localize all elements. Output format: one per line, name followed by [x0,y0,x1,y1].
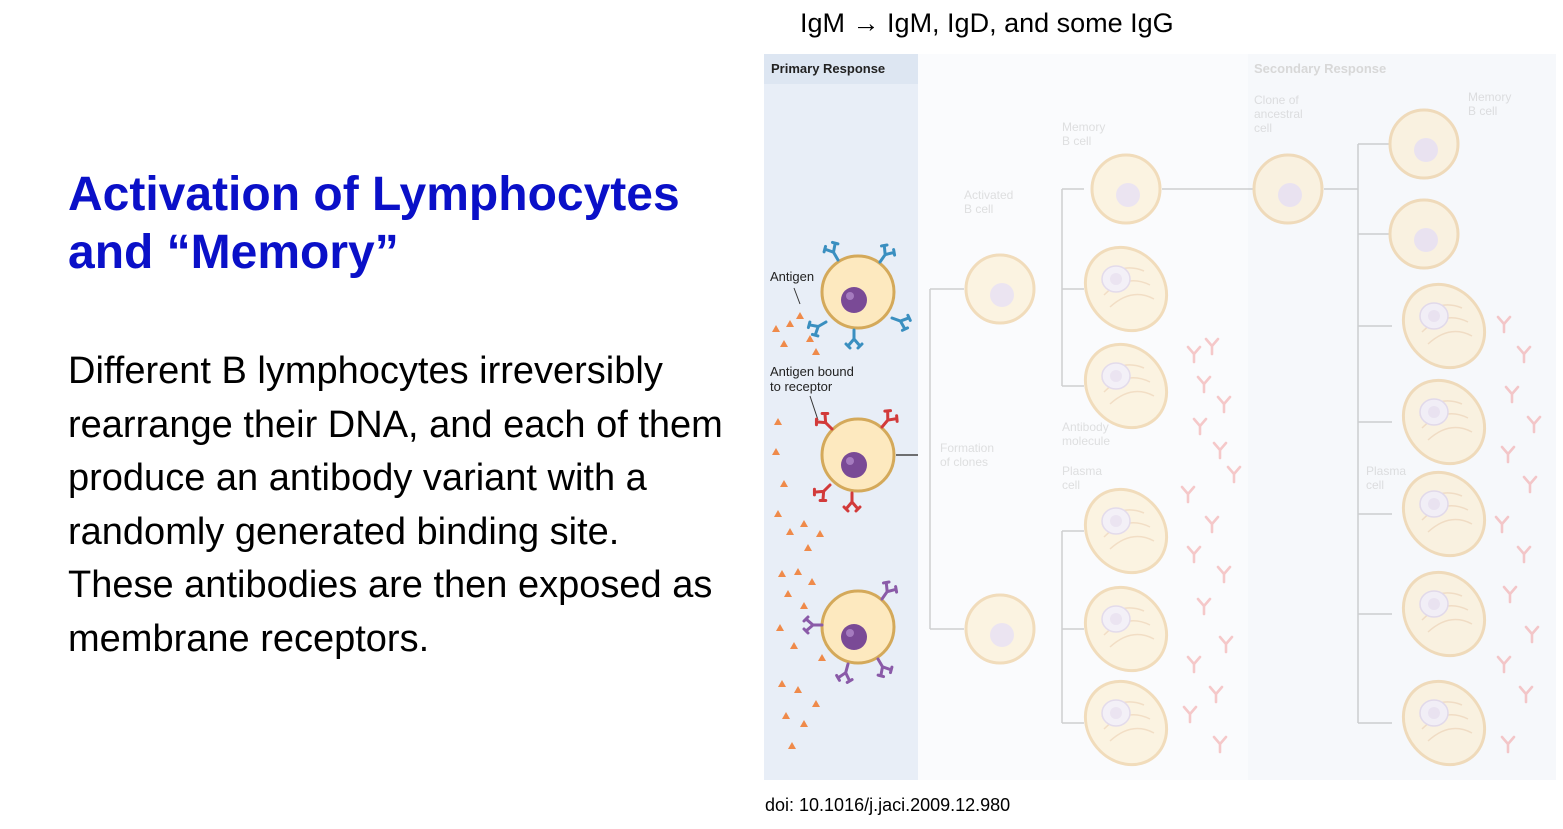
b-cell-blue [804,238,914,350]
b-cell-red [810,406,902,513]
title-line-1: Activation of Lymphocytes [68,168,680,221]
antigen-bound-label-2: to receptor [770,379,833,394]
slide-body-text: Different B lymphocytes irreversibly rea… [68,350,723,660]
memory-label-1: Memory [1062,120,1105,134]
memory2-label-2: B cell [1468,104,1497,118]
antigen-label: Antigen [770,269,814,284]
antigen-bound-pointer [809,395,819,421]
activated-label-1: Activated [964,188,1013,202]
activated-label-2: B cell [964,202,993,216]
plasma2-label-2: cell [1366,478,1384,492]
subtitle-left: IgM [800,8,846,38]
antibody-label-2: molecule [1062,434,1110,448]
formation-label-2: of clones [940,455,988,469]
antibody-label-1: Antibody [1062,420,1109,434]
secondary-response-label: Secondary Response [1254,61,1386,76]
clone-label-2: ancestral [1254,107,1303,121]
subtitle-right: IgM, IgD, and some IgG [887,8,1174,38]
plasma-label-2: cell [1062,478,1080,492]
memory2-label-1: Memory [1468,90,1511,104]
b-cell-purple [802,578,901,685]
title-line-2: and “Memory” [68,226,399,279]
faded-clone-section: Activated B cell Formation of clones Mem… [929,90,1542,780]
antigen-pointer [793,287,801,305]
formation-label-1: Formation [940,441,994,455]
memory-label-2: B cell [1062,134,1091,148]
clone-label-3: cell [1254,121,1272,135]
subtitle-arrow: → [852,8,880,38]
primary-header-bar [764,54,918,84]
doi-citation: doi: 10.1016/j.jaci.2009.12.980 [765,795,1011,815]
primary-response-label: Primary Response [771,61,885,76]
primary-panel [764,54,918,780]
immune-response-figure: Primary Response Secondary Response Anti… [764,54,1556,780]
antigen-bound-label-1: Antigen bound [770,364,854,379]
plasma-label-1: Plasma [1062,464,1102,478]
figure-subtitle: IgM → IgM, IgD, and some IgG [800,8,1174,39]
plasma2-label-1: Plasma [1366,464,1406,478]
clone-label-1: Clone of [1254,93,1299,107]
